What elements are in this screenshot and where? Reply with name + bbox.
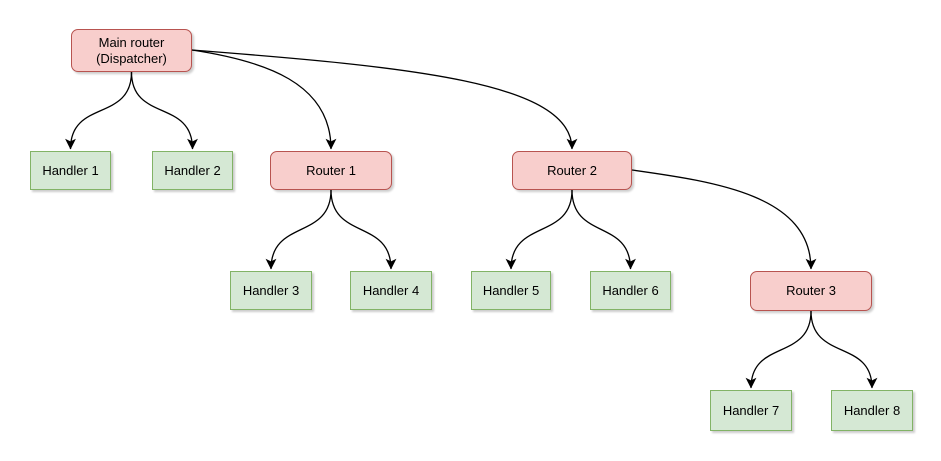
node-handler-8: Handler 8 (831, 390, 913, 431)
node-handler-5: Handler 5 (471, 271, 551, 310)
edge-router-1-to-handler-3 (265, 189, 332, 270)
edge-main-router-to-handler-1 (65, 71, 133, 150)
node-handler-6: Handler 6 (590, 271, 671, 310)
node-handler-2: Handler 2 (152, 151, 233, 190)
edge-main-router-to-router-2 (191, 49, 578, 150)
node-handler-3: Handler 3 (230, 271, 312, 310)
edge-main-router-to-handler-2 (130, 71, 198, 150)
edge-router-1-to-handler-4 (330, 189, 397, 270)
node-router-3: Router 3 (750, 271, 872, 311)
edge-main-router-to-router-1 (191, 49, 337, 150)
node-main-router: Main router (Dispatcher) (71, 29, 192, 72)
node-handler-4: Handler 4 (350, 271, 432, 310)
node-router-1: Router 1 (270, 151, 392, 190)
node-handler-1: Handler 1 (30, 151, 111, 190)
edge-router-3-to-handler-7 (745, 310, 812, 389)
edge-router-2-to-handler-6 (571, 189, 636, 270)
edge-router-3-to-handler-8 (810, 310, 878, 389)
node-handler-7: Handler 7 (710, 390, 792, 431)
edge-router-2-to-handler-5 (505, 189, 573, 270)
node-router-2: Router 2 (512, 151, 632, 190)
edge-router-2-to-router-3 (631, 169, 817, 270)
